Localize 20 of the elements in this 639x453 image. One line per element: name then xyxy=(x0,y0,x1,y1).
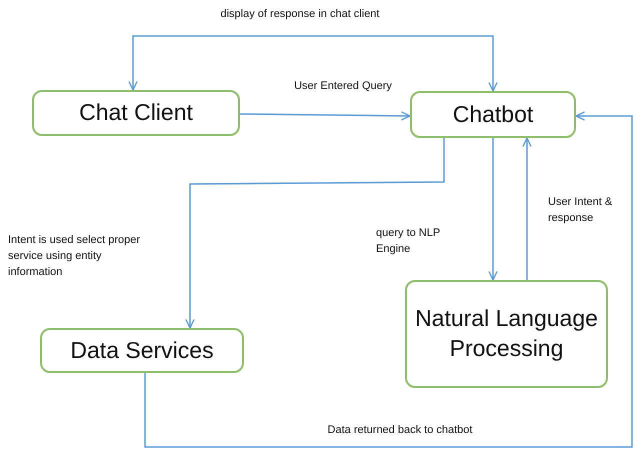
arrow xyxy=(522,137,532,280)
edge-label: User Intent & response xyxy=(548,195,614,226)
arrow xyxy=(144,111,633,448)
node-label: Natural Language Processing xyxy=(414,304,599,363)
arrow xyxy=(128,35,498,92)
edge-label: Intent is used select proper service using entity information xyxy=(8,233,142,280)
arrow xyxy=(240,111,411,121)
edge-label: display of response in chat client xyxy=(220,7,380,22)
process-box xyxy=(410,91,576,138)
edge-label: Data returned back to chatbot xyxy=(326,423,474,438)
arrow xyxy=(488,138,498,281)
node-label: Data Services xyxy=(70,336,214,365)
node-label: Chat Client xyxy=(79,98,193,128)
node-label: Chatbot xyxy=(452,100,534,129)
process-box xyxy=(405,280,608,388)
process-box xyxy=(32,90,240,136)
edge-label: query to NLP Engine xyxy=(376,226,442,257)
edge-label: User Entered Query xyxy=(293,79,393,94)
process-box xyxy=(40,328,244,373)
arrow xyxy=(185,138,445,329)
